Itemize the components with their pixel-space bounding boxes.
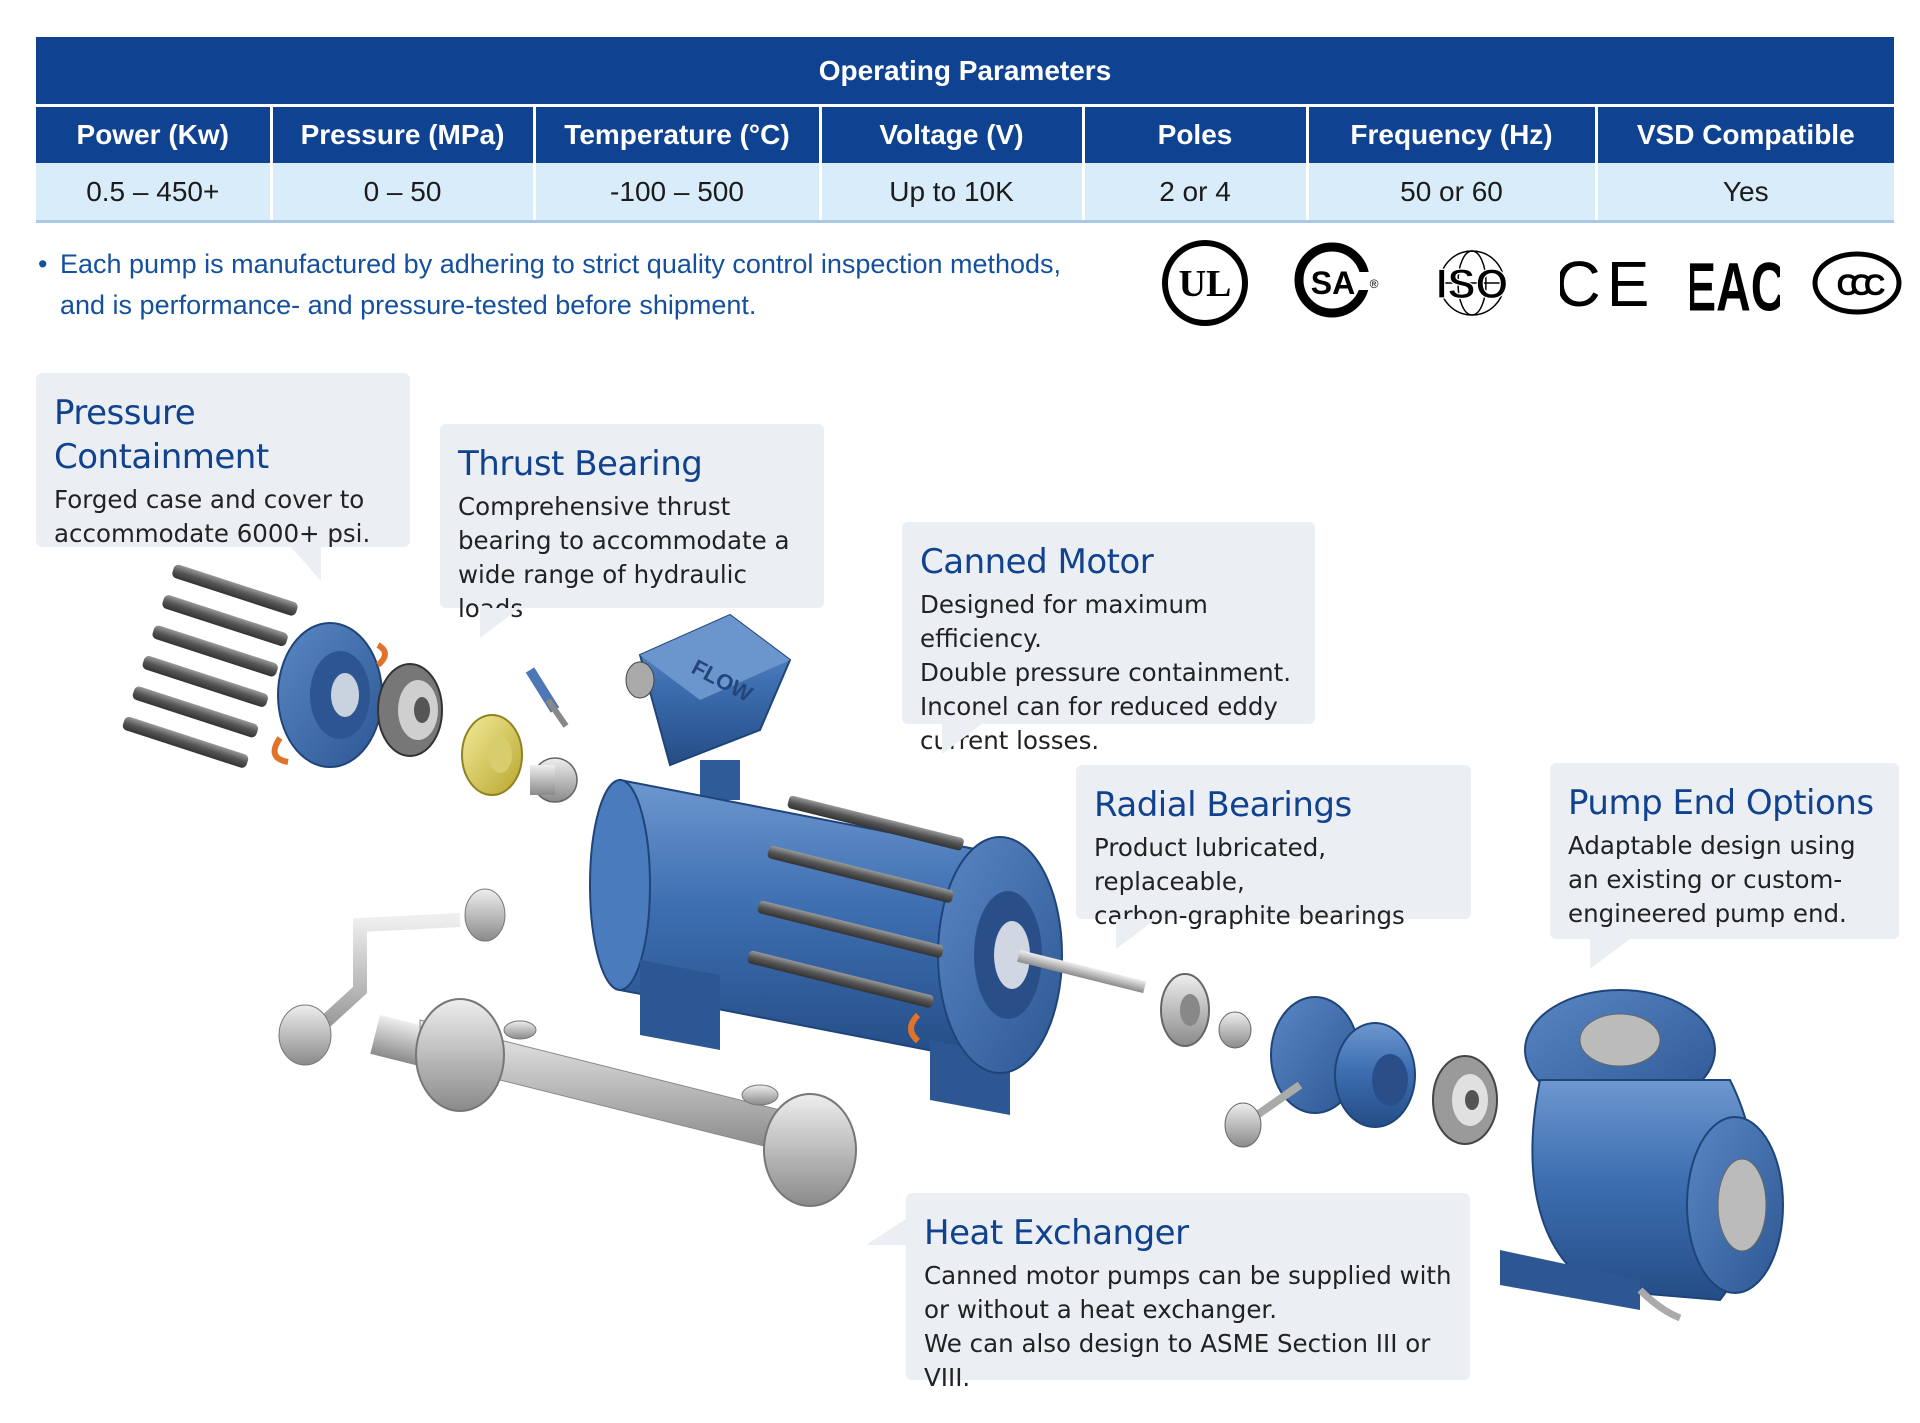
value-temperature: -100 – 500 [532, 163, 820, 223]
value-frequency: 50 or 60 [1305, 163, 1596, 223]
certification-marks: UL SA ® ISO CE EAC CCC [1150, 238, 1902, 338]
value-power: 0.5 – 450+ [36, 163, 271, 223]
quality-note: • Each pump is manufactured by adhering … [38, 244, 1138, 326]
callout-pump-end-options-body: Adaptable design using an existing or cu… [1568, 829, 1881, 931]
callout-thrust-bearing-title: Thrust Bearing [458, 444, 703, 484]
callout-radial-bearings-title: Radial Bearings [1094, 785, 1352, 825]
callout-line: Inconel can for reduced eddy [920, 692, 1278, 721]
quality-note-line-2: and is performance- and pressure-tested … [60, 290, 757, 320]
callout-pointer [1116, 919, 1156, 949]
callout-canned-motor-body: Designed for maximum efficiency. Double … [920, 588, 1297, 758]
header-vsd: VSD Compatible [1594, 104, 1894, 163]
motor-label: FLOW [688, 654, 757, 707]
heat-exchanger [278, 888, 857, 1207]
value-voltage: Up to 10K [818, 163, 1083, 223]
header-temperature: Temperature (°C) [532, 104, 820, 163]
callout-pump-end-options: Pump End Options Adaptable design using … [1550, 763, 1899, 969]
table-header-row: Power (Kw) Pressure (MPa) Temperature (°… [36, 104, 1894, 163]
value-pressure: 0 – 50 [269, 163, 534, 223]
ul-mark-text: UL [1179, 263, 1232, 305]
callout-canned-motor: Canned Motor Designed for maximum effici… [902, 522, 1315, 755]
callout-line: accommodate 6000+ psi. [54, 519, 371, 548]
bullet: • [38, 249, 48, 279]
quality-note-line-1: Each pump is manufactured by adhering to… [60, 249, 1062, 279]
iso-mark-text: ISO [1436, 260, 1508, 307]
ul-mark-icon: UL [1162, 240, 1248, 326]
callout-line: Designed for maximum efficiency. [920, 590, 1208, 653]
callout-thrust-bearing: Thrust Bearing Comprehensive thrust bear… [440, 424, 824, 638]
header-voltage: Voltage (V) [818, 104, 1083, 163]
header-poles: Poles [1081, 104, 1307, 163]
callout-pump-end-options-title: Pump End Options [1568, 783, 1874, 823]
ccc-mark-icon: CCC [1812, 251, 1902, 315]
radial-bearings [1160, 973, 1252, 1049]
ce-mark-icon: CE [1560, 248, 1650, 320]
ccc-mark-text: CCC [1837, 269, 1885, 302]
cover-studs [122, 564, 298, 768]
callout-heat-exchanger: Heat Exchanger Canned motor pumps can be… [866, 1193, 1470, 1392]
callout-line: We can also design to ASME Section III o… [924, 1329, 1431, 1392]
csa-mark-icon: SA ® [1294, 242, 1379, 318]
value-poles: 2 or 4 [1081, 163, 1307, 223]
csa-mark-text: SA [1311, 265, 1355, 301]
callout-line: Double pressure containment. [920, 658, 1292, 687]
callout-pointer [480, 608, 520, 638]
callout-line: bearing to accommodate a [458, 526, 790, 555]
callout-line: Adaptable design using [1568, 831, 1856, 860]
callout-line: or without a heat exchanger. [924, 1295, 1278, 1324]
callout-radial-bearings: Radial Bearings Product lubricated, repl… [1076, 765, 1471, 949]
callout-pointer [291, 547, 321, 581]
callout-heat-exchanger-body: Canned motor pumps can be supplied with … [924, 1259, 1452, 1395]
callout-line: Product lubricated, replaceable, [1094, 833, 1327, 896]
forged-cover [271, 622, 388, 768]
callout-pressure-containment-title: Pressure Containment [54, 393, 269, 477]
callout-line: an existing or custom- [1568, 865, 1843, 894]
table-row: 0.5 – 450+ 0 – 50 -100 – 500 Up to 10K 2… [36, 163, 1894, 223]
thrust-bearing [377, 663, 578, 803]
table-title: Operating Parameters [36, 37, 1894, 106]
callout-radial-bearings-body: Product lubricated, replaceable, carbon-… [1094, 831, 1453, 933]
callout-line: Comprehensive thrust [458, 492, 731, 521]
header-power: Power (Kw) [36, 104, 271, 163]
callout-pressure-containment: Pressure Containment Forged case and cov… [36, 373, 410, 581]
iso-mark-icon: ISO [1435, 250, 1509, 316]
callout-pointer [942, 724, 982, 754]
callout-line: engineered pump end. [1568, 899, 1847, 928]
callout-heat-exchanger-title: Heat Exchanger [924, 1213, 1189, 1253]
callout-pointer [866, 1219, 906, 1245]
impeller [1432, 1055, 1498, 1145]
operating-parameters-table: Operating Parameters Power (Kw) Pressure… [36, 37, 1894, 223]
header-frequency: Frequency (Hz) [1305, 104, 1596, 163]
pump-casing [1500, 989, 1784, 1322]
callout-canned-motor-title: Canned Motor [920, 542, 1154, 582]
svg-text:®: ® [1370, 277, 1379, 291]
header-pressure: Pressure (MPa) [269, 104, 534, 163]
eac-mark-text: EAC [1690, 248, 1780, 326]
eac-mark-icon: EAC [1690, 248, 1780, 326]
callout-pointer [1590, 939, 1630, 969]
callout-thrust-bearing-body: Comprehensive thrust bearing to accommod… [458, 490, 806, 626]
callout-line: Canned motor pumps can be supplied with [924, 1261, 1452, 1290]
ce-mark-text: CE [1560, 248, 1650, 320]
callout-line: Forged case and cover to [54, 485, 365, 514]
value-vsd: Yes [1594, 163, 1894, 223]
callout-pressure-containment-body: Forged case and cover to accommodate 600… [54, 483, 392, 551]
bearing-housing [1224, 996, 1416, 1148]
